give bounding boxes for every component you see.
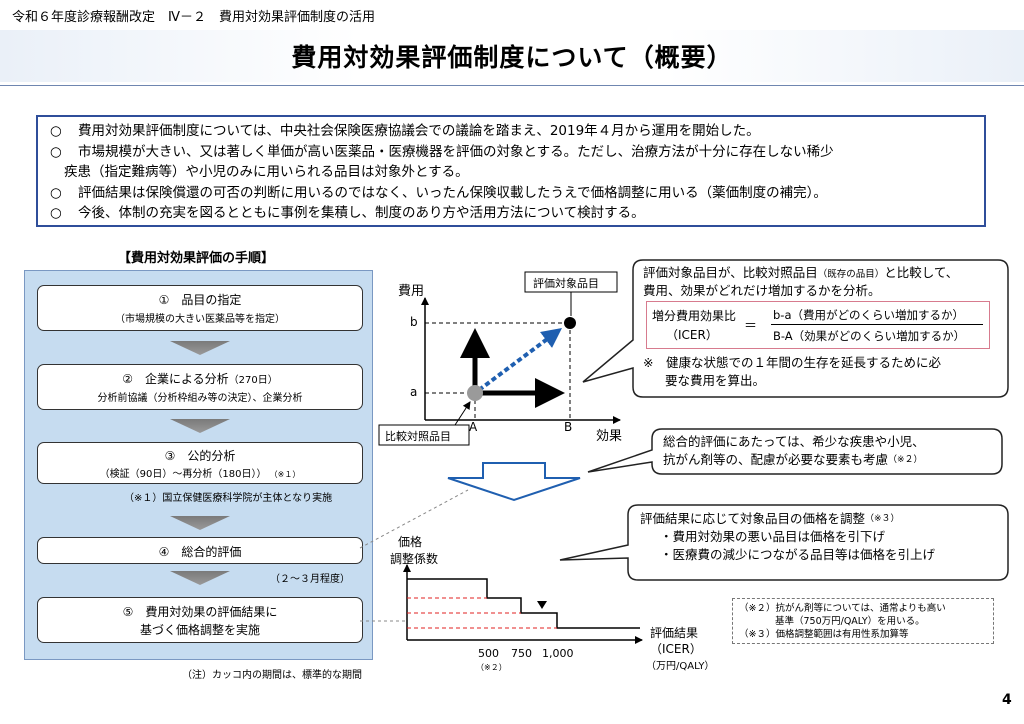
icer-label-1: 増分費用効果比 xyxy=(652,309,737,323)
icer-numerator: b-a（費用がどのくらい増加するか） xyxy=(773,308,964,322)
callout-1-line-1: 評価対象品目が、比較対照品目（既存の品目）と比較して、 xyxy=(643,264,958,284)
step-1-title: ① 品目の指定 xyxy=(158,293,242,307)
footnote-box: （※２）抗がん剤等については、通常よりも高い 基準（750万円/QALY）を用い… xyxy=(732,598,994,644)
step-3-sub-row: （検証（90日）～再分析（180日）） （※１） xyxy=(38,465,362,480)
comparator-label: 比較対照品目 xyxy=(385,430,451,443)
step-5-line-2: 基づく価格調整を実施 xyxy=(139,623,260,637)
callout-3-line-2: ・費用対効果の悪い品目は価格を引下げ xyxy=(660,529,886,544)
graph2-marker-triangle xyxy=(537,601,547,609)
graph2-x-label-1: 評価結果 xyxy=(650,626,699,640)
step-2-title-row: ② 企業による分析（270日） xyxy=(38,370,362,387)
icer-label-2: （ICER） xyxy=(666,328,718,342)
step-3-title: ③ 公的分析 xyxy=(164,449,236,463)
graph2-tick-500-mark: （※２） xyxy=(476,663,507,672)
comparator-label-box xyxy=(378,424,470,446)
callout-2-mark: （※２） xyxy=(888,455,923,465)
summary-bullet-1: 費用対効果評価制度については、中央社会保険医療協議会での議論を踏まえ、2019年… xyxy=(48,121,974,142)
graph1-tick-b: b xyxy=(410,315,418,329)
callout-3-mark: （※３） xyxy=(865,514,900,524)
footnote-line-3: （※３）価格調整範囲は有用性系加算等 xyxy=(739,629,909,640)
graph1-tick-A: A xyxy=(469,420,478,434)
callout-2-text: 抗がん剤等の、配慮が必要な要素も考慮 xyxy=(663,452,889,467)
page-title: 費用対効果評価制度について（概要） xyxy=(291,43,733,72)
graph1-tick-B: B xyxy=(564,420,573,434)
comparator-label-leader xyxy=(454,401,471,426)
evaluation-down-arrow xyxy=(447,462,581,502)
procedure-footnote: （注）カッコ内の期間は、標準的な期間 xyxy=(182,670,362,681)
summary-box: 費用対効果評価制度については、中央社会保険医療協議会での議論を踏まえ、2019年… xyxy=(36,115,986,227)
step-2-box: ② 企業による分析（270日） 分析前協議（分析枠組み等の決定）、企業分析 xyxy=(37,364,363,410)
callout-1-text-b: （既存の品目） xyxy=(817,269,885,280)
cost-effect-graph xyxy=(378,271,621,446)
graph2-tick-750: 750 xyxy=(511,647,532,660)
callout-1-note-2: 要な費用を算出。 xyxy=(665,373,766,388)
step-3-sub: （検証（90日）～再分析（180日）） xyxy=(99,469,267,480)
target-label: 評価対象品目 xyxy=(533,277,599,290)
target-point xyxy=(564,317,576,329)
summary-bullet-4: 今後、体制の充実を図るとともに事例を集積し、制度のあり方や活用方法について検討す… xyxy=(48,203,974,224)
icer-equals: ＝ xyxy=(744,319,758,334)
title-band xyxy=(0,30,1024,82)
step-2-title: ② 企業による分析 xyxy=(122,372,229,386)
step-1-sub: （市場規模の大きい医薬品等を指定） xyxy=(115,314,285,325)
icer-arrow xyxy=(477,328,563,392)
callout-2-line-2: 抗がん剤等の、配慮が必要な要素も考慮（※２） xyxy=(663,451,923,469)
callout-1-note-1: ※ 健康な状態での１年間の生存を延長するために必 xyxy=(643,355,941,370)
procedure-heading: 【費用対効果評価の手順】 xyxy=(118,251,275,266)
graph2-step-line xyxy=(407,578,640,629)
graph1-y-label: 費用 xyxy=(398,284,425,299)
step-2-days: （270日） xyxy=(228,375,278,386)
step-5-box: ⑤ 費用対効果の評価結果に 基づく価格調整を実施 xyxy=(37,597,363,643)
connector-step4 xyxy=(359,489,469,549)
summary-bullet-2: 市場規模が大きい、又は著しく単価が高い医薬品・医療機器を評価の対象とする。ただし… xyxy=(48,142,974,163)
graph2-x-label-2: （ICER） xyxy=(650,642,702,656)
icer-fraction-bar xyxy=(771,324,983,325)
callout-3-text: 評価結果に応じて対象品目の価格を調整 xyxy=(640,511,866,526)
graph2-tick-500: 500 xyxy=(478,647,499,660)
callout-3-shape xyxy=(559,504,1009,581)
step-3-box: ③ 公的分析 （検証（90日）～再分析（180日）） （※１） xyxy=(37,442,363,484)
callout-3-line-3: ・医療費の減少につながる品目等は価格を引上げ xyxy=(660,547,936,562)
summary-bullet-2-cont: 疾患（指定難病等）や小児のみに用いられる品目は対象外とする。 xyxy=(64,164,469,180)
title-divider xyxy=(0,85,1024,86)
graph2-tick-1000: 1,000 xyxy=(542,647,574,660)
step-3-mark: （※１） xyxy=(269,470,301,479)
step-4-box: ④ 総合的評価 xyxy=(37,537,363,564)
graph2-x-unit: （万円/QALY） xyxy=(646,661,715,672)
icer-denominator: B-A（効果がどのくらい増加するか） xyxy=(773,329,966,343)
graph2-y-label-2: 調整係数 xyxy=(390,552,439,566)
step-4-period: （２～３月程度） xyxy=(270,574,350,585)
callout-1-text-c: と比較して、 xyxy=(884,265,959,280)
breadcrumb: 令和６年度診療報酬改定 Ⅳ－２ 費用対効果評価制度の活用 xyxy=(12,10,375,25)
price-adjustment-graph xyxy=(403,564,643,644)
callout-2-line-1: 総合的評価にあたっては、希少な疾患や小児、 xyxy=(663,434,925,449)
page-number: 4 xyxy=(1002,692,1012,708)
footnote-line-1: （※２）抗がん剤等については、通常よりも高い xyxy=(739,603,946,614)
graph2-y-label-1: 価格 xyxy=(398,535,423,549)
callout-3-line-1: 評価結果に応じて対象品目の価格を調整（※３） xyxy=(640,510,900,528)
comparator-point xyxy=(467,385,483,401)
footnote-line-2: 基準（750万円/QALY）を用いる。 xyxy=(775,616,925,627)
step-5-line-1: ⑤ 費用対効果の評価結果に xyxy=(122,605,278,619)
step-1-box: ① 品目の指定 （市場規模の大きい医薬品等を指定） xyxy=(37,285,363,331)
summary-bullet-3: 評価結果は保険償還の可否の判断に用いるのではなく、いったん保険収載したうえで価格… xyxy=(48,183,974,204)
graph1-tick-a: a xyxy=(410,385,418,399)
callout-1-text-a: 評価対象品目が、比較対照品目 xyxy=(643,265,818,280)
note-1: （※１）国立保健医療科学院が主体となり実施 xyxy=(124,493,333,504)
step-4-title: ④ 総合的評価 xyxy=(158,545,242,559)
callout-1-line-2: 費用、効果がどれだけ増加するかを分析。 xyxy=(643,283,881,298)
step-2-sub: 分析前協議（分析枠組み等の決定）、企業分析 xyxy=(97,393,303,404)
icer-formula-box xyxy=(646,301,990,349)
graph1-x-label: 効果 xyxy=(596,429,623,444)
callout-2-shape xyxy=(587,428,1003,475)
